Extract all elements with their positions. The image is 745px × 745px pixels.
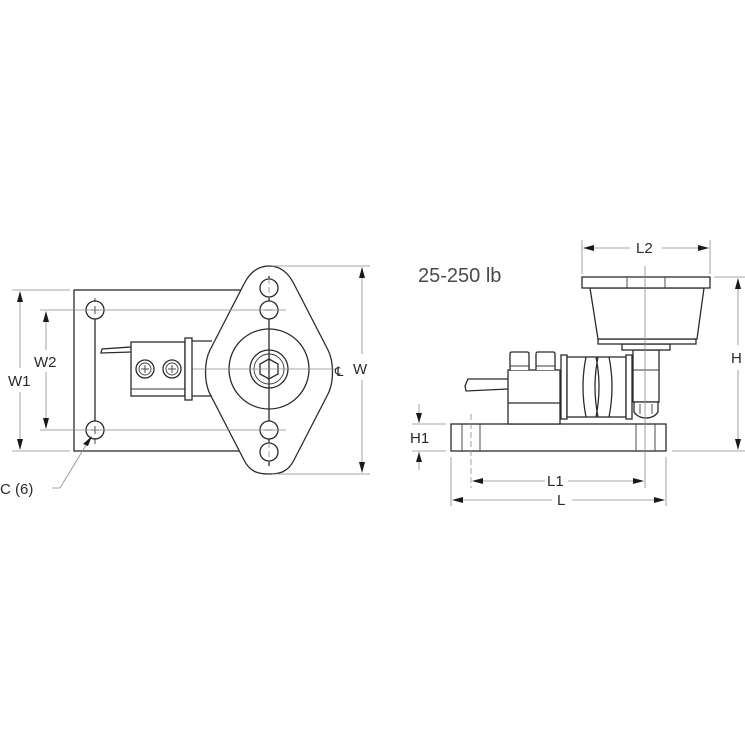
w1-label: W1 [8, 373, 31, 390]
screw-head-icon [509, 351, 530, 370]
side-view: L2 H H1 L1 L [410, 240, 745, 509]
arrow-down-icon [43, 418, 49, 429]
w-label: W [353, 361, 368, 378]
load-cell-neck-top [192, 340, 212, 397]
hole-callout-leader [52, 441, 89, 489]
w2-label: W2 [34, 354, 57, 371]
base-plate-side [450, 423, 667, 452]
arrow-left-icon [583, 245, 594, 251]
screw-icon [135, 359, 155, 379]
centerline-symbol: ℄ [334, 364, 344, 379]
callout-arrow-icon [83, 436, 92, 446]
arrow-down-icon [735, 439, 741, 450]
arrow-down-icon [416, 413, 422, 423]
foot-washer-top [597, 338, 697, 345]
arrow-up-icon [416, 452, 422, 462]
arrow-left-icon [472, 478, 483, 484]
arrow-left-icon [452, 497, 463, 503]
arrow-down-icon [359, 462, 365, 473]
arrow-right-icon [633, 478, 644, 484]
bellows-rings [582, 356, 613, 418]
capacity-title: 25-250 lb [418, 265, 501, 287]
arrow-right-icon [654, 497, 665, 503]
screw-head-icon [535, 351, 556, 370]
cable-side [464, 378, 509, 392]
arrow-up-icon [17, 291, 23, 302]
arrow-down-icon [17, 439, 23, 450]
top-view: W1 W2 W ℄ C (6) [0, 265, 370, 498]
arrow-up-icon [43, 311, 49, 322]
l2-label: L2 [636, 240, 653, 257]
hole-callout-label: C (6) [0, 481, 33, 498]
h-label: H [731, 350, 742, 367]
arrow-right-icon [698, 245, 709, 251]
l1-label: L1 [547, 473, 564, 490]
load-cell-collar-top [184, 337, 193, 401]
foot-washer [621, 343, 671, 351]
arrow-up-icon [735, 278, 741, 289]
cable-top [100, 346, 132, 354]
load-cell-collar-left [560, 354, 568, 420]
mount-post [632, 349, 660, 403]
load-cell-collar-right [625, 354, 633, 420]
h1-label: H1 [410, 430, 429, 447]
foot-cup [589, 287, 705, 340]
arrow-up-icon [359, 267, 365, 278]
nut-icon [633, 401, 659, 419]
foot-top-pad [581, 276, 711, 289]
connector-block [507, 369, 561, 425]
screw-icon [162, 359, 182, 379]
l-label: L [557, 492, 565, 509]
